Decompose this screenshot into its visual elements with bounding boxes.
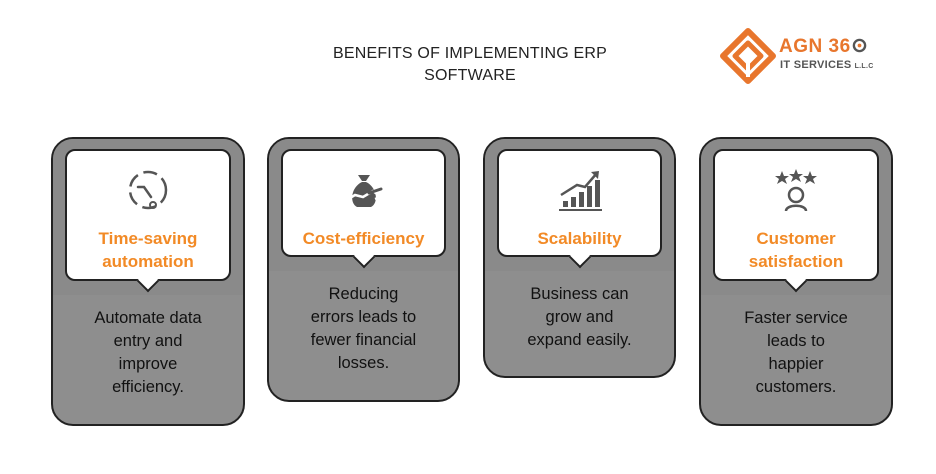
card-label: Cost-efficiency xyxy=(302,229,425,248)
card-description: Business can grow and expand easily. xyxy=(527,285,632,349)
card-label: Customer satisfaction xyxy=(748,229,844,271)
growth-chart-icon xyxy=(558,171,602,211)
clock-cycle-icon xyxy=(128,170,168,210)
benefit-card-time-saving: Time-saving automation Automate data ent… xyxy=(51,137,245,426)
money-bag-hand-icon xyxy=(343,175,384,207)
benefit-card-customer-satisfaction: Customer satisfaction Faster service lea… xyxy=(699,137,893,426)
logo-mark-icon xyxy=(720,28,776,84)
card-description: Faster service leads to happier customer… xyxy=(744,309,848,396)
benefit-card-scalability: Scalability Business can grow and expand… xyxy=(483,137,676,378)
card-bubble: Customer satisfaction xyxy=(713,149,879,293)
benefit-card-cost-efficiency: Cost-efficiency Reducing errors leads to… xyxy=(267,137,460,402)
logo-name: AGN 36 xyxy=(779,36,867,58)
card-label: Time-saving automation xyxy=(98,229,198,271)
card-description: Automate data entry and improve efficien… xyxy=(94,309,202,396)
card-bubble: Cost-efficiency xyxy=(281,149,446,269)
rating-stars-user-icon xyxy=(775,169,817,212)
title-line-1: BENEFITS OF IMPLEMENTING ERP xyxy=(332,45,608,62)
title-line-2: SOFTWARE xyxy=(424,67,516,84)
page-title: BENEFITS OF IMPLEMENTING ERP SOFTWARE xyxy=(290,43,650,87)
card-description: Reducing errors leads to fewer financial… xyxy=(310,285,417,372)
logo-o-icon xyxy=(852,38,866,53)
card-label: Scalability xyxy=(537,229,622,248)
card-bubble: Time-saving automation xyxy=(65,149,231,293)
card-bubble: Scalability xyxy=(497,149,662,269)
